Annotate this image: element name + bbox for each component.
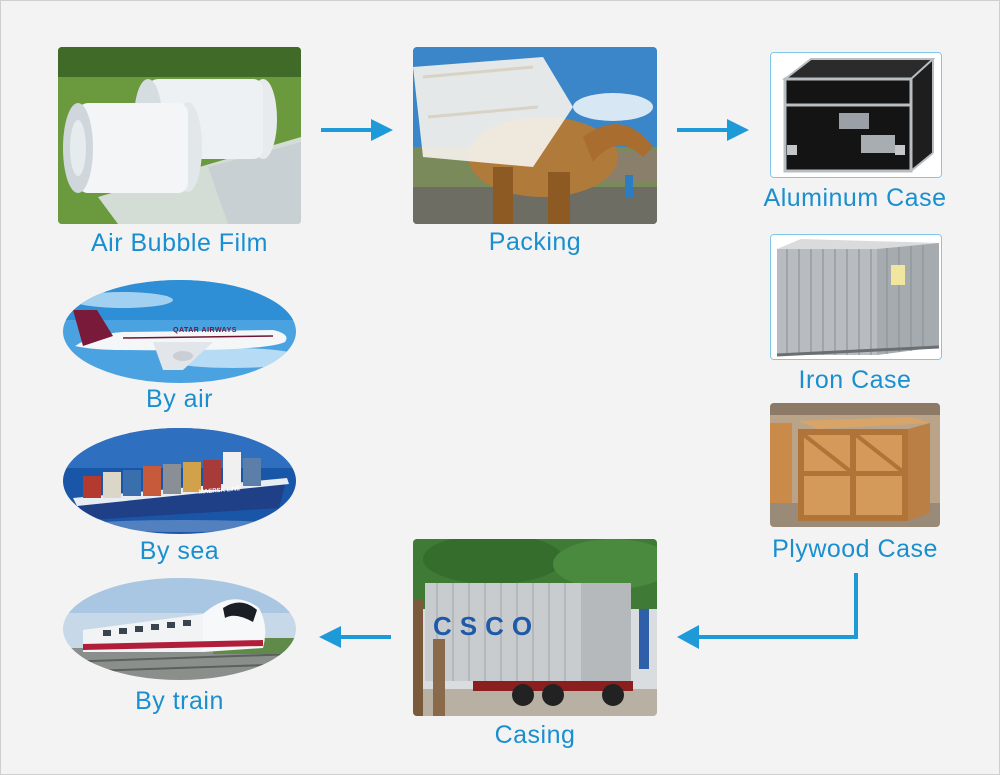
air-bubble-film-label: Air Bubble Film: [91, 229, 268, 257]
aluminum-case-label: Aluminum Case: [763, 184, 947, 212]
casing-photo: CSCO: [413, 539, 657, 716]
air-bubble-film-photo: [58, 47, 301, 224]
arrow-right-1: [321, 117, 393, 143]
iron-case-label: Iron Case: [798, 366, 912, 394]
by-air-photo: QATAR AIRWAYS: [63, 280, 296, 383]
iron-case-photo: [770, 234, 942, 360]
arrow-right-2: [677, 117, 749, 143]
by-train-photo: [63, 578, 296, 680]
by-train-label: By train: [135, 687, 224, 715]
airline-livery-text: QATAR AIRWAYS: [173, 327, 237, 334]
aluminum-case-photo: [770, 52, 942, 178]
packing-label: Packing: [488, 228, 582, 256]
packing-photo: [413, 47, 657, 224]
arrow-elbow-left: [677, 573, 861, 651]
plywood-case-photo: [770, 403, 940, 527]
arrow-left: [319, 624, 391, 650]
casing-label: Casing: [494, 721, 576, 749]
container-brand-text: CSCO: [433, 611, 541, 641]
by-air-label: By air: [146, 385, 213, 413]
plywood-case-label: Plywood Case: [772, 535, 938, 563]
by-sea-photo: MAERSK LINE: [63, 428, 296, 534]
by-sea-label: By sea: [139, 537, 220, 565]
